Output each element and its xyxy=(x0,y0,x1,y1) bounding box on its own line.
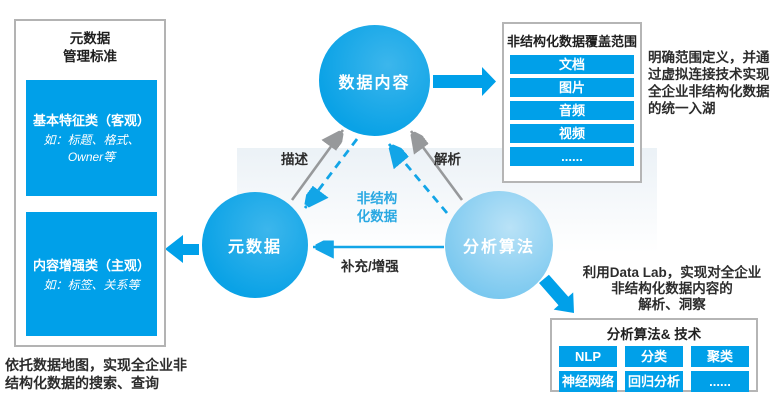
metadata-standards-panel: 元数据 管理标准 基本特征类（客观） 如：标题、格式、 Owner等 内容增强类… xyxy=(14,19,166,347)
basic-features-heading: 基本特征类（客观） xyxy=(32,113,150,129)
metadata-node: 元数据 xyxy=(202,192,308,298)
algo-panel-title: 分析算法& 技术 xyxy=(606,327,702,342)
algo-chip-classification: 分类 xyxy=(625,346,683,367)
data-map-caption: 依托数据地图，实现全企业非 结构化数据的搜索、查询 xyxy=(5,357,187,392)
coverage-item-document: 文档 xyxy=(510,55,634,74)
analysis-algorithm-node: 分析算法 xyxy=(445,191,553,299)
metadata-standards-title: 元数据 管理标准 xyxy=(63,31,117,64)
coverage-panel: 非结构化数据覆盖范围 文档 图片 音频 视频 ...... xyxy=(502,22,642,183)
block-arrow-to-left-panel xyxy=(165,235,199,263)
coverage-panel-title: 非结构化数据覆盖范围 xyxy=(506,34,637,49)
algo-panel: 分析算法& 技术 NLP 分类 聚类 神经网络 回归分析 ...... xyxy=(550,318,758,392)
dashed-arrow-content-to-metadata xyxy=(305,138,359,208)
coverage-list: 文档 图片 音频 视频 ...... xyxy=(504,55,640,166)
parse-arrow xyxy=(411,131,464,201)
datalab-note: 利用Data Lab，实现对全企业 非结构化数据内容的 解析、洞察 xyxy=(582,265,762,313)
algo-chip-clustering: 聚类 xyxy=(691,346,749,367)
basic-features-box: 基本特征类（客观） 如：标题、格式、 Owner等 xyxy=(26,80,157,196)
content-enhanced-example: 如：标签、关系等 xyxy=(43,277,140,292)
basic-features-example: 如：标题、格式、 Owner等 xyxy=(43,133,140,164)
algo-chip-nlp: NLP xyxy=(559,346,617,367)
describe-label: 描述 xyxy=(281,152,308,167)
lake-definition-note: 明确范围定义，并通 过虚拟连接技术实现 全企业非结构化数据 的统一入湖 xyxy=(648,50,770,116)
parse-label: 解析 xyxy=(434,152,461,167)
describe-arrow xyxy=(290,130,343,201)
coverage-item-image: 图片 xyxy=(510,78,634,97)
supplement-enhance-label: 补充/增强 xyxy=(341,259,399,274)
data-content-node: 数据内容 xyxy=(319,25,430,136)
block-arrow-to-algo-panel xyxy=(539,274,574,313)
unstructured-data-label: 非结构 化数据 xyxy=(356,191,398,224)
dashed-arrow-analysis-to-content xyxy=(389,144,449,214)
block-arrow-to-coverage xyxy=(433,67,496,96)
coverage-item-video: 视频 xyxy=(510,124,634,143)
coverage-item-ellipsis: ...... xyxy=(510,147,634,166)
coverage-item-audio: 音频 xyxy=(510,101,634,120)
algo-chip-neural-network: 神经网络 xyxy=(559,371,617,392)
content-enhanced-box: 内容增强类（主观） 如：标签、关系等 xyxy=(26,212,157,336)
algo-grid: NLP 分类 聚类 神经网络 回归分析 ...... xyxy=(552,346,756,392)
algo-chip-regression: 回归分析 xyxy=(625,371,683,392)
content-enhanced-heading: 内容增强类（主观） xyxy=(32,257,150,273)
algo-chip-ellipsis: ...... xyxy=(691,371,749,392)
